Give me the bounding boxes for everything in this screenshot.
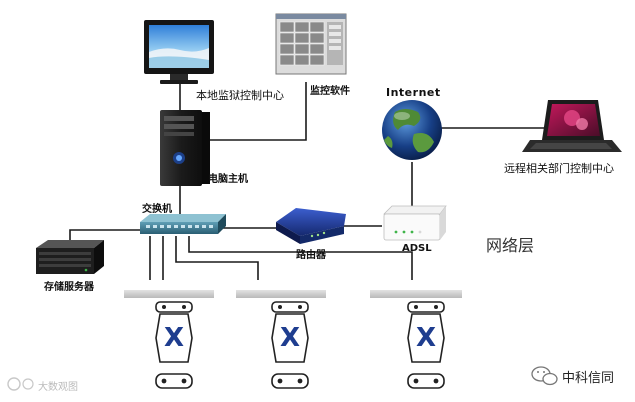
adsl-modem-icon [383,205,447,241]
label-remote-control-center: 远程相关部门控制中心 [504,162,614,175]
label-monitor-software: 监控软件 [310,86,350,97]
router-icon [276,208,346,244]
label-internet: Internet [386,86,441,99]
label-local-control-center: 本地监狱控制中心 [196,89,284,102]
svg-text:X: X [280,323,300,353]
svg-text:X: X [416,323,436,353]
terminal-unit-1-icon: X [124,290,214,389]
svg-text:X: X [164,323,184,353]
laptop-icon [522,100,622,152]
label-network-layer: 网络层 [486,236,535,255]
label-storage-server: 存储服务器 [44,282,94,293]
label-switch: 交换机 [142,204,172,215]
terminal-unit-2-icon: X [236,290,326,389]
label-adsl: ADSL [402,243,432,254]
monitoring-software-icon [275,13,347,75]
label-router: 路由器 [296,250,326,261]
watermark-right-text: 中科信同 [562,371,615,386]
wechat-icon [531,366,558,386]
watermark-left-logo-icon [7,377,34,391]
connection-lines [69,82,600,280]
watermark-left-text: 大数观图 [38,382,78,393]
terminal-unit-3-icon: X [370,290,462,389]
storage-server-icon [36,240,104,274]
pc-tower-icon [160,110,210,186]
network-switch-icon [140,214,226,234]
desktop-monitor-icon [144,20,214,84]
internet-globe-icon [382,100,442,160]
label-computer-host: 电脑主机 [208,174,248,185]
